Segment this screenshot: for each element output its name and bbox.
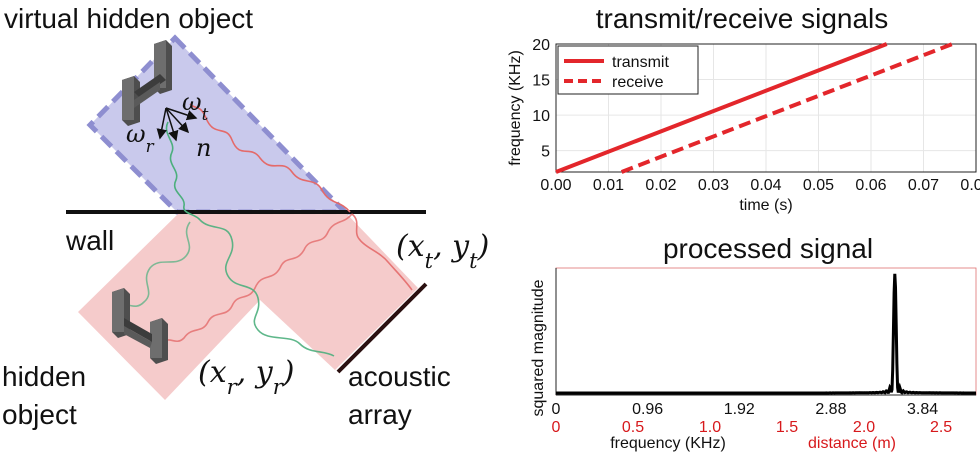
hidden-label-line2: object bbox=[2, 399, 77, 430]
hidden-label-line1: hidden bbox=[2, 361, 86, 392]
chart1-xticks: 0.00 0.01 0.02 0.03 0.04 0.05 0.06 0.07 0.08 bbox=[540, 177, 980, 194]
omega-r-arrow bbox=[156, 107, 167, 140]
chart1-xtick-label: 0.03 bbox=[698, 177, 729, 194]
acoustic-array bbox=[336, 282, 428, 374]
omega-t-label: ωt bbox=[182, 88, 209, 124]
hidden-object-icon bbox=[112, 288, 168, 364]
chart2-ylabel: squared magnitude bbox=[530, 279, 547, 416]
chart2-xticks: 0 0.96 1.92 2.88 3.84 bbox=[552, 401, 939, 418]
receive-wave-real-2 bbox=[119, 221, 191, 309]
chart1-xlabel: time (s) bbox=[739, 197, 792, 214]
chart1-ytick-label: 5 bbox=[541, 144, 550, 161]
chart2-xtick2-label: 1.5 bbox=[776, 419, 798, 436]
virtual-object-label: virtual hidden object bbox=[4, 3, 253, 34]
chart2-title: processed signal bbox=[663, 233, 873, 264]
chart1-series bbox=[555, 42, 954, 174]
chart1-ytick-label: 15 bbox=[532, 73, 550, 90]
tx-position-label: (xt, yt) bbox=[396, 229, 489, 273]
chart2-xticks-distance: 0 0.5 1.0 1.5 2.0 2.5 bbox=[552, 419, 953, 436]
chart2-xtick2-label: 2.5 bbox=[930, 419, 952, 436]
array-label-line1: acoustic bbox=[348, 361, 451, 392]
chart1-xtick-label: 0.04 bbox=[750, 177, 781, 194]
chart1-xtick-label: 0.00 bbox=[540, 177, 571, 194]
chart2-frame bbox=[555, 267, 977, 396]
chart1-title: transmit/receive signals bbox=[596, 3, 889, 34]
chart2-xlabel-distance: distance (m) bbox=[808, 435, 896, 452]
chart2-signal-line bbox=[556, 273, 976, 395]
chart1-ytick-label: 10 bbox=[532, 108, 550, 125]
normal-label: n bbox=[196, 134, 211, 162]
chart1-yticks: 5 10 15 20 bbox=[532, 37, 550, 161]
normal-arrow bbox=[165, 107, 190, 134]
omega-r-label: ωr bbox=[126, 120, 155, 156]
array-label-line2: array bbox=[348, 399, 412, 430]
legend-receive-label: receive bbox=[612, 74, 664, 91]
rx-position-label: (xr, yr) bbox=[198, 355, 294, 399]
wall-label: wall bbox=[65, 225, 114, 256]
legend-box bbox=[557, 45, 699, 95]
chart1-frame bbox=[555, 43, 977, 173]
ray-arrow-2 bbox=[165, 107, 179, 142]
legend-transmit-label: transmit bbox=[612, 54, 669, 71]
chart1-xtick-label: 0.01 bbox=[593, 177, 624, 194]
chart-processed-signal: processed signal 0 0.96 1.92 2.88 3.84 0 0.5 1… bbox=[530, 233, 977, 452]
virtual-object-icon bbox=[122, 40, 172, 126]
chart1-xtick-label: 0.07 bbox=[908, 177, 939, 194]
chart2-xtick2-label: 0 bbox=[552, 419, 561, 436]
transmit-wave-virtual bbox=[189, 103, 351, 213]
chart1-legend: transmit receive bbox=[557, 45, 699, 95]
transmit-wave-real-2 bbox=[163, 213, 353, 343]
chart2-xtick-label: 1.92 bbox=[724, 401, 755, 418]
chart2-xtick2-label: 1.0 bbox=[699, 419, 721, 436]
chart1-series-transmit bbox=[555, 42, 888, 174]
chart1-series-receive bbox=[620, 42, 954, 174]
chart2-xtick-label: 3.84 bbox=[907, 401, 938, 418]
chart2-xtick-label: 2.88 bbox=[815, 401, 846, 418]
omega-t-arrow bbox=[165, 107, 198, 121]
transmit-wave-real bbox=[351, 213, 413, 291]
chart1-xtick-label: 0.08 bbox=[960, 177, 980, 194]
chart1-xtick-label: 0.05 bbox=[803, 177, 834, 194]
chart1-ylabel: frequency (KHz) bbox=[507, 50, 524, 166]
chart1-ytick-label: 20 bbox=[532, 37, 550, 54]
chart2-xlabel: frequency (KHz) bbox=[610, 435, 726, 452]
chart1-xtick-label: 0.02 bbox=[645, 177, 676, 194]
receive-wave-real bbox=[199, 219, 335, 357]
chart1-xtick-label: 0.06 bbox=[855, 177, 886, 194]
receive-wave-virtual bbox=[165, 121, 201, 221]
chart2-xtick2-label: 2.0 bbox=[853, 419, 875, 436]
chart2-xtick-label: 0.96 bbox=[632, 401, 663, 418]
chart2-xtick2-label: 0.5 bbox=[622, 419, 644, 436]
scene-panel: ωt ωr n virtual hidden object wall hidde… bbox=[2, 3, 489, 430]
chart2-xtick-label: 0 bbox=[552, 401, 561, 418]
